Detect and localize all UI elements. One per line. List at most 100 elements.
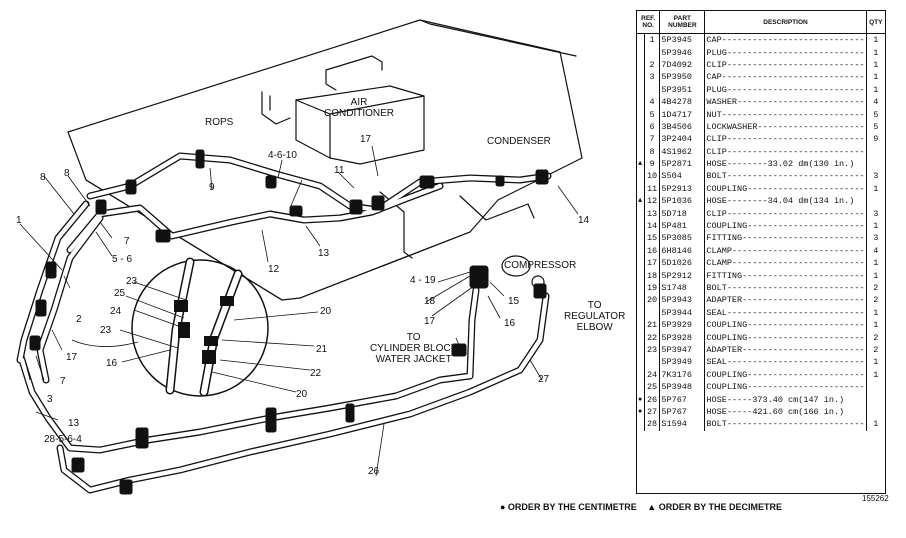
part-number: 5P1036 xyxy=(659,195,706,208)
description: SEAL--------------------------- xyxy=(704,306,867,319)
description: WASHER------------------------- xyxy=(704,95,867,109)
description: FITTING------------------------ xyxy=(704,269,867,282)
quantity: 2 xyxy=(873,344,879,355)
to-regulator-label: TO REGULATOR ELBOW xyxy=(564,300,626,333)
part-number: 5P3950 xyxy=(659,71,706,84)
description: ADAPTER------------------------ xyxy=(704,343,867,357)
description: COUPLING----------------------- xyxy=(704,331,867,344)
callout: 8 xyxy=(40,172,46,183)
order-mark: ▲ xyxy=(637,195,645,208)
ref-number xyxy=(644,306,661,319)
callout: 17 xyxy=(66,352,78,363)
order-mark xyxy=(637,33,645,47)
description: CLAMP-------------------------- xyxy=(704,244,867,258)
order-mark xyxy=(637,120,645,134)
description: FITTING------------------------ xyxy=(704,232,867,245)
part-number: 5P767 xyxy=(659,393,706,406)
description: CLIP--------------------------- xyxy=(704,58,867,72)
detail-circle xyxy=(131,259,269,397)
callout: 7 xyxy=(124,236,130,247)
order-mark xyxy=(637,145,645,158)
description: ADAPTER------------------------ xyxy=(704,294,867,307)
part-number: 5D1026 xyxy=(659,257,706,270)
quantity: 5 xyxy=(873,109,879,120)
ref-number: 3 xyxy=(644,71,661,84)
ref-number xyxy=(644,46,661,59)
quantity: 1 xyxy=(873,270,879,281)
description: CLIP--------------------------- xyxy=(704,133,867,146)
description: HOSE--------34.04 dm(134 in.) xyxy=(704,195,867,208)
callout: 2 xyxy=(76,314,82,325)
description: HOSE--------33.02 dm(130 in.) xyxy=(704,157,867,171)
order-mark xyxy=(637,331,645,344)
ref-number: 19 xyxy=(644,281,661,295)
parts-table-header: REF. NO. PART NUMBER DESCRIPTION QTY xyxy=(637,11,885,34)
quantity: 9 xyxy=(873,134,879,145)
air-conditioner-box xyxy=(295,85,425,165)
callout: 1 xyxy=(16,215,22,226)
callout: 16 xyxy=(106,358,118,369)
part-number: 5P3928 xyxy=(659,331,706,344)
part-number: 3P2404 xyxy=(659,133,706,146)
description: LOCKWASHER--------------------- xyxy=(704,120,867,134)
ref-number: 2 xyxy=(644,58,661,72)
callout: 23 xyxy=(100,325,112,336)
description: CAP---------------------------- xyxy=(704,71,867,84)
ref-number: 13 xyxy=(644,207,661,220)
order-mark xyxy=(637,269,645,282)
quantity: 1 xyxy=(873,369,879,380)
rops-label: ROPS xyxy=(205,117,234,128)
quantity: 1 xyxy=(873,320,879,331)
ref-number: 10 xyxy=(644,170,661,183)
ref-number: 16 xyxy=(644,244,661,258)
callout: 23 xyxy=(126,276,138,287)
part-number: 5P481 xyxy=(659,219,706,233)
part-number: 4S1962 xyxy=(659,145,706,158)
callout: 15 xyxy=(508,296,520,307)
order-mark: ▲ xyxy=(637,157,645,171)
part-number: 7D4092 xyxy=(659,58,706,72)
callout: 4-6-10 xyxy=(268,150,297,161)
ref-number: 17 xyxy=(644,257,661,270)
part-number: 7K3176 xyxy=(659,368,706,381)
quantity: 1 xyxy=(873,258,879,269)
footer-legend: ● ORDER BY THE CENTIMETRE ▲ ORDER BY THE… xyxy=(500,502,790,512)
part-number: S1594 xyxy=(659,418,706,431)
callout: 20 xyxy=(296,389,308,400)
callout: 17 xyxy=(360,134,372,145)
diagram-drawing xyxy=(16,19,583,495)
ref-number: 8 xyxy=(644,145,661,158)
ref-number: 28 xyxy=(644,418,661,431)
quantity xyxy=(866,406,885,418)
ref-number: 15 xyxy=(644,232,661,245)
ref-number: 6 xyxy=(644,120,661,134)
order-mark: ● xyxy=(637,393,645,406)
description: HOSE-----421.60 cm(166 in.) xyxy=(704,405,867,419)
part-number: S1748 xyxy=(659,281,706,295)
description: NUT---------------------------- xyxy=(704,108,867,121)
order-mark xyxy=(637,219,645,233)
part-number: 5P3943 xyxy=(659,294,706,307)
callout: 26 xyxy=(368,466,380,477)
description: BOLT--------------------------- xyxy=(704,418,867,431)
part-number: 5P3947 xyxy=(659,343,706,357)
order-mark: ● xyxy=(637,405,645,419)
callout: 9 xyxy=(209,182,215,193)
